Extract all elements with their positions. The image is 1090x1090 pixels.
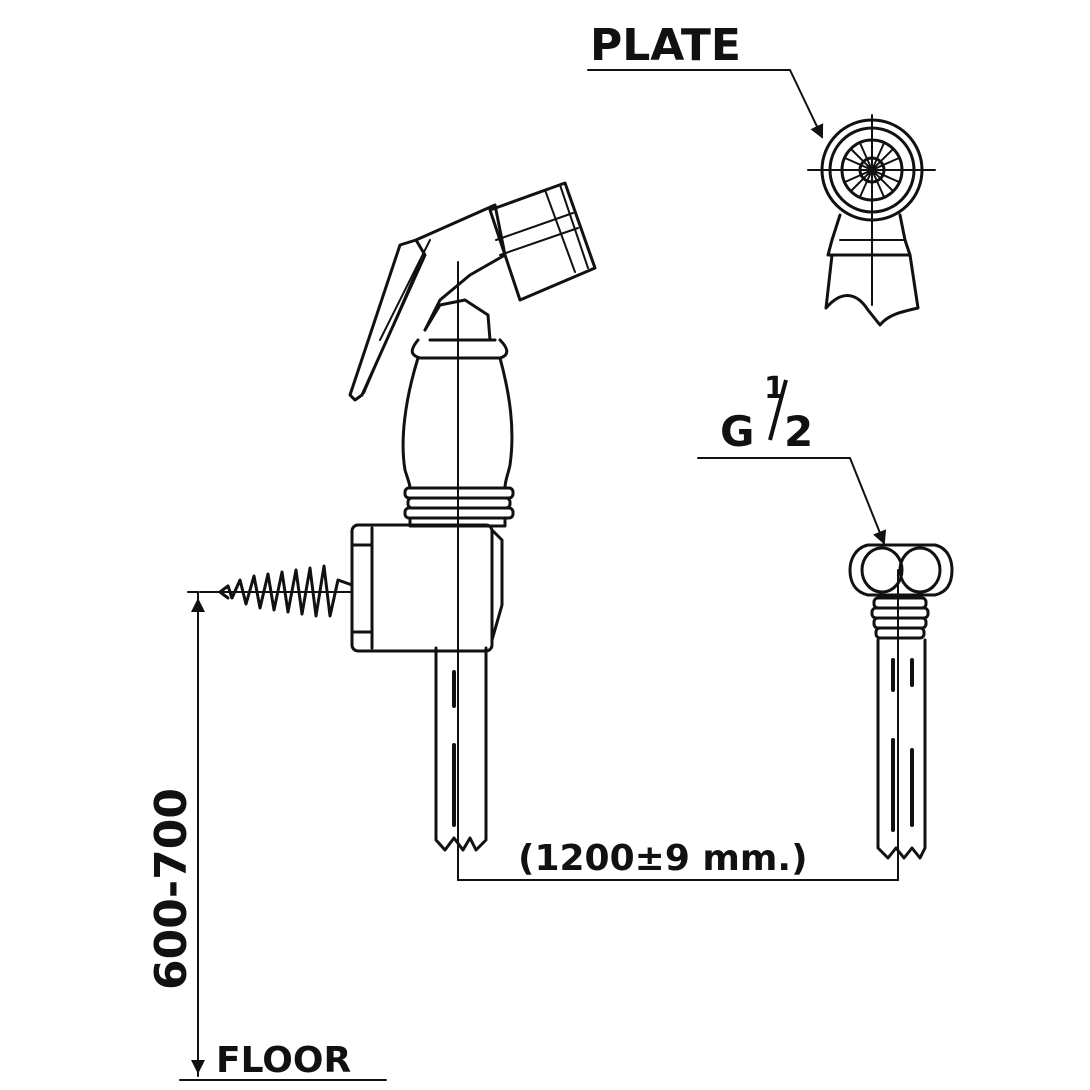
height-dimension [179,591,387,1081]
plate-detail [807,114,936,327]
thread-fraction-bar [768,379,788,441]
plate-label: PLATE [590,20,741,71]
hose-length-label: (1200±9 mm.) [518,838,808,879]
thread-denominator: 2 [784,407,813,456]
hose-length-dimension [457,569,899,881]
hose-left [434,646,488,852]
hose-right [848,543,954,860]
height-label: 600-700 [146,788,197,990]
thread-letter: G [720,407,754,456]
wall-holder [350,523,504,653]
thread-leader [697,457,887,545]
floor-label: FLOOR [216,1040,351,1081]
thread-label: G 1 2 [720,371,813,456]
wall-screw [199,564,354,618]
plate-leader [587,69,824,139]
spray-head [348,181,597,402]
